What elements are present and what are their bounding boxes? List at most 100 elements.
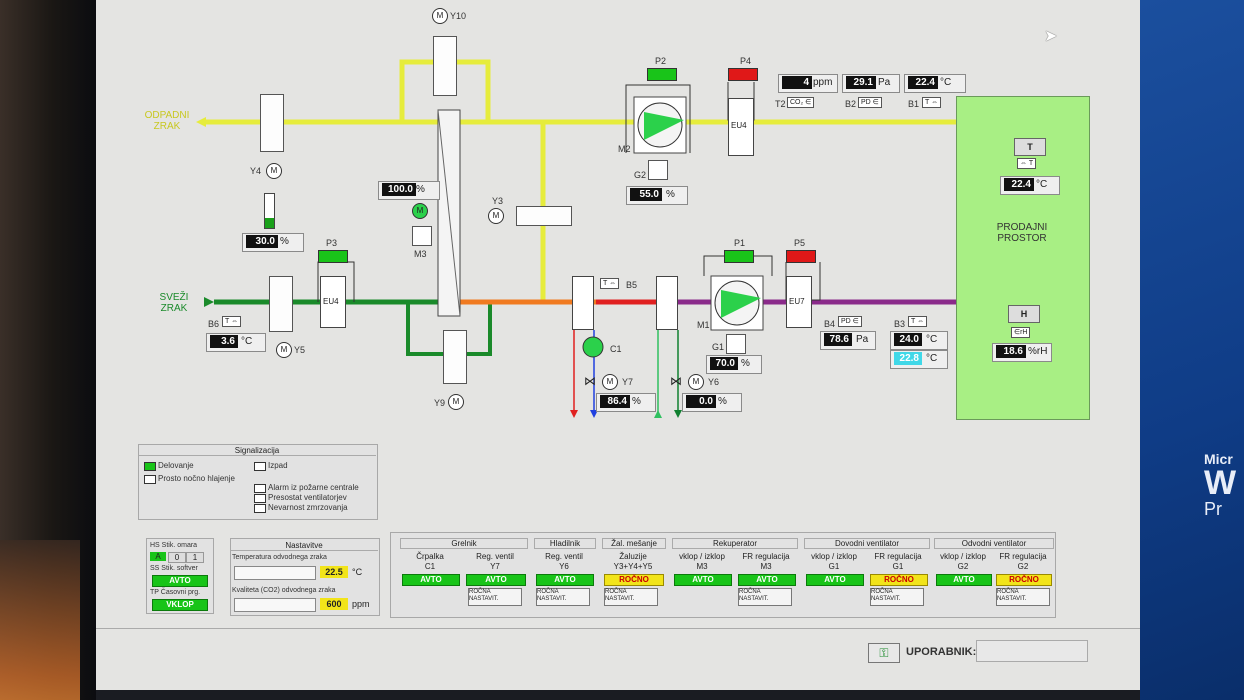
- zaluzije-label: Žaluzije: [619, 552, 647, 561]
- b4-value: 78.6: [824, 333, 852, 346]
- room-rh-value: 18.6: [996, 345, 1026, 358]
- room-rh-unit: %rH: [1028, 346, 1048, 357]
- g2-onoff-label: vklop / izklop: [940, 552, 986, 561]
- motor-y7-icon[interactable]: M: [602, 374, 618, 390]
- ss-avto-button[interactable]: AVTO: [152, 575, 208, 587]
- m3-fr-avto-button[interactable]: AVTO: [738, 574, 796, 586]
- g1-onoff-label: vklop / izklop: [811, 552, 857, 561]
- room-humidity-sensor: ∈rH: [1011, 327, 1031, 338]
- scada-window: ODPADNI ZRAK SVEŽI ZRAK M Y10 M Y4 M Y5 …: [96, 0, 1140, 700]
- temp-setpoint-label: Temperatura odvodnega zraka: [232, 554, 327, 561]
- room-temp-value: 22.4: [1004, 178, 1034, 191]
- settings-title: Nastavitve: [230, 541, 378, 551]
- y9-value: 100.0: [382, 183, 416, 196]
- g1-avto-button[interactable]: AVTO: [806, 574, 864, 586]
- y7-avto-button[interactable]: AVTO: [466, 574, 526, 586]
- tp-vklop-button[interactable]: VKLOP: [152, 599, 208, 611]
- grelnik-title: Grelnik: [400, 538, 528, 549]
- room-temp-trend-icon[interactable]: T: [1014, 138, 1046, 156]
- signalization-title: Signalizacija: [138, 446, 376, 456]
- tag-b3: B3: [894, 319, 906, 329]
- fresh-air-label: SVEŽI ZRAK: [159, 292, 189, 314]
- sensor-b2-pd: PD ∈: [858, 97, 882, 108]
- presostat-label: Presostat ventilatorjev: [268, 493, 347, 502]
- hs-1-switch[interactable]: 1: [186, 552, 204, 563]
- room-label: PRODAJNI PROSTOR: [996, 222, 1048, 244]
- pressure-switch-p3: [318, 250, 348, 263]
- sensor-t2-co2: CO₂ ∈: [787, 97, 815, 108]
- tag-t2: T2: [775, 99, 786, 109]
- temp-setpoint-slider[interactable]: [234, 566, 316, 580]
- tag-m1: M1: [697, 320, 710, 330]
- valve-y7-icon[interactable]: ⋈: [584, 374, 596, 388]
- valve-y6-icon[interactable]: ⋈: [670, 374, 682, 388]
- alarm-label: Alarm iz požarne centrale: [268, 483, 359, 492]
- zaluzije-rocno-button[interactable]: ROČNO: [604, 574, 664, 586]
- reg-ventil-y7-label: Reg. ventil: [476, 552, 514, 561]
- b6-value: 3.6: [210, 335, 238, 348]
- y9-unit: %: [416, 184, 425, 195]
- motor-y4-icon[interactable]: M: [266, 163, 282, 179]
- y4-level-bar: [264, 193, 275, 229]
- tag-b1: B1: [908, 99, 920, 109]
- nocno-indicator: [144, 475, 156, 484]
- damper-y4[interactable]: [260, 94, 284, 152]
- temp-setpoint-value[interactable]: 22.5: [320, 566, 348, 578]
- co2-setpoint-slider[interactable]: [234, 598, 316, 612]
- motor-y9-icon[interactable]: M: [448, 394, 464, 410]
- user-field[interactable]: [976, 640, 1088, 662]
- tag-m3: M3: [414, 249, 427, 259]
- desktop-background: [1140, 0, 1244, 700]
- fc-g1-icon[interactable]: [726, 334, 746, 354]
- motor-y10-icon[interactable]: M: [432, 8, 448, 24]
- damper-y3[interactable]: [516, 206, 572, 226]
- damper-y5[interactable]: [269, 276, 293, 332]
- g2-avto-button[interactable]: AVTO: [936, 574, 992, 586]
- tag-y6: Y6: [708, 377, 720, 387]
- motor-y5-icon[interactable]: M: [276, 342, 292, 358]
- hs-a-switch[interactable]: A: [150, 552, 166, 561]
- exhaust-air-label: ODPADNI ZRAK: [144, 110, 190, 132]
- motor-y6-icon[interactable]: M: [688, 374, 704, 390]
- m3-fr-tag: M3: [760, 562, 772, 571]
- m3-onoff-label: vklop / izklop: [679, 552, 725, 561]
- temp-setpoint-unit: °C: [352, 567, 363, 577]
- b3-setpoint-value[interactable]: 22.8: [894, 352, 922, 365]
- windows-logo-text: Micr W Pr: [1204, 451, 1237, 519]
- y7-unit: %: [632, 396, 641, 407]
- g2-rocno-button[interactable]: ROČNO: [996, 574, 1052, 586]
- y4-value: 30.0: [246, 235, 278, 248]
- tag-b6: B6: [208, 319, 220, 329]
- tag-y7: Y7: [622, 377, 634, 387]
- b1-unit: °C: [940, 77, 952, 88]
- m3-avto-button[interactable]: AVTO: [674, 574, 732, 586]
- tag-b5: B5: [626, 280, 638, 290]
- tag-g2: G2: [634, 170, 647, 180]
- room-humidity-trend-icon[interactable]: H: [1008, 305, 1040, 323]
- co2-setpoint-value[interactable]: 600: [320, 598, 348, 610]
- fc-g2-icon[interactable]: [648, 160, 668, 180]
- damper-y9[interactable]: [443, 330, 467, 384]
- dovodni-title: Dovodni ventilator: [804, 538, 930, 549]
- b3-value: 24.0: [894, 333, 922, 346]
- c1-avto-button[interactable]: AVTO: [402, 574, 460, 586]
- g1-rocno-button[interactable]: ROČNO: [870, 574, 928, 586]
- room-temp-unit: °C: [1036, 179, 1048, 190]
- m3-onoff-tag: M3: [696, 562, 708, 571]
- damper-y10[interactable]: [433, 36, 457, 96]
- pressure-switch-p2: [647, 68, 677, 81]
- fc-m3-icon[interactable]: [412, 226, 432, 246]
- hs-0-switch[interactable]: 0: [168, 552, 186, 563]
- motor-m3-icon[interactable]: M: [412, 203, 428, 219]
- key-icon[interactable]: ⚿: [868, 643, 900, 663]
- sensor-b6-temp: T ⇔: [222, 316, 242, 327]
- y6-avto-button[interactable]: AVTO: [536, 574, 594, 586]
- motor-y3-icon[interactable]: M: [488, 208, 504, 224]
- y6-label: Y6: [559, 562, 569, 571]
